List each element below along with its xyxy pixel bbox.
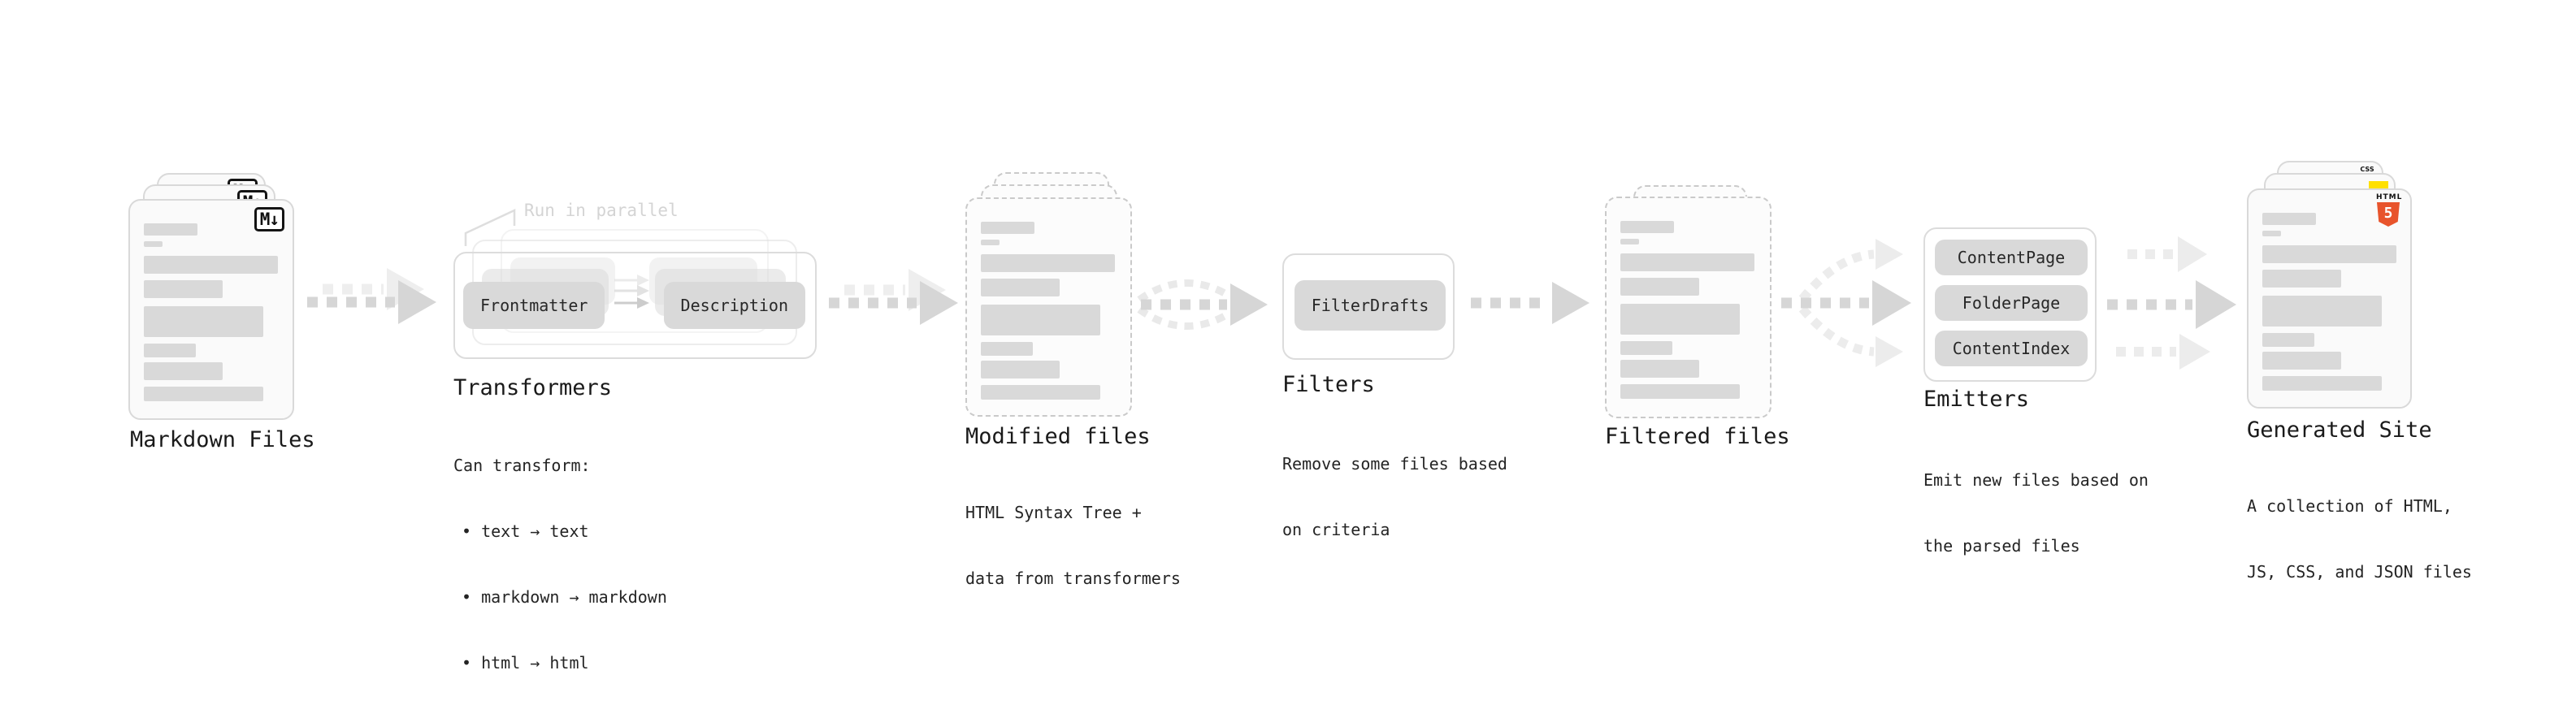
placeholder-bar [144,223,197,236]
placeholder-bar [981,361,1060,378]
css-icon-label: CSS [2360,166,2374,173]
emitter-pill-contentindex: ContentIndex [1935,331,2088,366]
stage-label-filtered-files: Filtered files [1605,424,1790,449]
stage-label-transformers: Transformers [453,375,613,400]
placeholder-bar [144,387,263,401]
stage-subtitle-modified-files: HTML Syntax Tree + data from transformer… [965,458,1181,634]
transformer-layer-front: Frontmatter Description [453,252,817,359]
subtitle-line: HTML Syntax Tree + [965,503,1142,522]
stage-label-emitters: Emitters [1923,387,2030,412]
stage-label-markdown-files: Markdown Files [130,427,315,452]
placeholder-bar [1620,221,1674,233]
subtitle-line: A collection of HTML, [2247,496,2452,516]
html5-icon-shield: 5 [2377,202,2400,227]
arrows-layer [307,209,2236,370]
placeholder-bar [144,306,263,337]
stage-subtitle-generated-site: A collection of HTML, JS, CSS, and JSON … [2247,452,2472,627]
transformers-bullet: • html → html [462,653,589,673]
filters-box: FilterDrafts [1282,253,1455,360]
placeholder-bar [144,362,223,380]
placeholder-bar [1620,253,1754,271]
transformer-layer-arrows [614,275,649,309]
arrow-filtered-to-emitters-fanout [1781,239,1911,367]
placeholder-bar [2262,333,2314,347]
subtitle-line: data from transformers [965,569,1181,588]
file-card-front: M↓ [128,199,294,420]
placeholder-bar [2262,245,2396,263]
emitter-pill-folderpage: FolderPage [1935,285,2088,321]
markdown-icon: M↓ [254,207,284,231]
placeholder-bar [2262,270,2341,288]
placeholder-bar [981,240,1000,245]
placeholder-lines [1620,221,1754,399]
placeholder-bar [2262,231,2281,236]
emitter-pill-contentpage: ContentPage [1935,240,2088,275]
placeholder-bar [981,342,1033,356]
subtitle-line: on criteria [1282,520,1390,539]
placeholder-bar [2262,376,2382,391]
placeholder-bar [1620,304,1740,335]
placeholder-bar [144,256,278,274]
subtitle-line: the parsed files [1923,536,2080,556]
file-card-front [1605,197,1772,418]
placeholder-bar [2262,352,2341,370]
subtitle-line: JS, CSS, and JSON files [2247,562,2472,582]
placeholder-bar [1620,384,1740,399]
placeholder-bar [1620,341,1672,355]
run-in-parallel-leader-line [464,209,516,246]
file-card-front-html: HTML 5 [2247,188,2412,409]
placeholder-bar [981,279,1060,296]
placeholder-lines [2262,213,2396,391]
placeholder-bar [1620,278,1699,296]
placeholder-bar [1620,239,1639,244]
placeholder-bar [981,254,1115,272]
transformers-note: Can transform: • text → text • markdown … [453,411,667,718]
emitters-box: ContentPage FolderPage ContentIndex [1923,227,2097,382]
arrows-emitters-to-site [2107,236,2236,370]
placeholder-bar [981,385,1100,400]
stage-subtitle-filters: Remove some files based on criteria [1282,409,1507,585]
placeholder-bar [2262,296,2382,327]
placeholder-lines [981,222,1115,400]
file-card-front [965,197,1132,417]
placeholder-bar [981,222,1034,234]
subtitle-line: Remove some files based [1282,454,1507,474]
placeholder-bar [144,241,163,247]
stage-label-filters: Filters [1282,372,1375,397]
stage-subtitle-emitters: Emit new files based on the parsed files [1923,426,2149,601]
run-in-parallel-callout: Run in parallel [524,201,679,220]
stage-label-modified-files: Modified files [965,424,1151,449]
placeholder-bar [144,280,223,298]
transformer-pill-frontmatter: Frontmatter [463,282,605,329]
html5-icon-word: HTML [2376,193,2403,201]
arrow-modified-to-filters [1137,279,1268,330]
pipeline-diagram-canvas: { "stages": { "markdown": { "label": "Ma… [128,161,2472,673]
transformers-bullet: • text → text [462,521,589,541]
arrow-transformers-to-modified [829,269,958,325]
placeholder-bar [144,344,196,357]
placeholder-bar [1620,360,1699,378]
placeholder-bar [981,305,1100,335]
html5-icon: HTML 5 [2376,193,2403,227]
filter-pill-filterdrafts: FilterDrafts [1295,280,1446,331]
transformers-note-title: Can transform: [453,456,591,475]
arrow-filters-to-filtered [1471,282,1589,324]
transformers-bullet: • markdown → markdown [462,587,667,607]
subtitle-line: Emit new files based on [1923,470,2149,490]
transformer-pill-description: Description [663,282,805,329]
placeholder-lines [144,223,278,401]
arrow-markdown-to-transformers [307,268,436,324]
stage-label-generated-site: Generated Site [2247,417,2432,443]
placeholder-bar [2262,213,2316,225]
